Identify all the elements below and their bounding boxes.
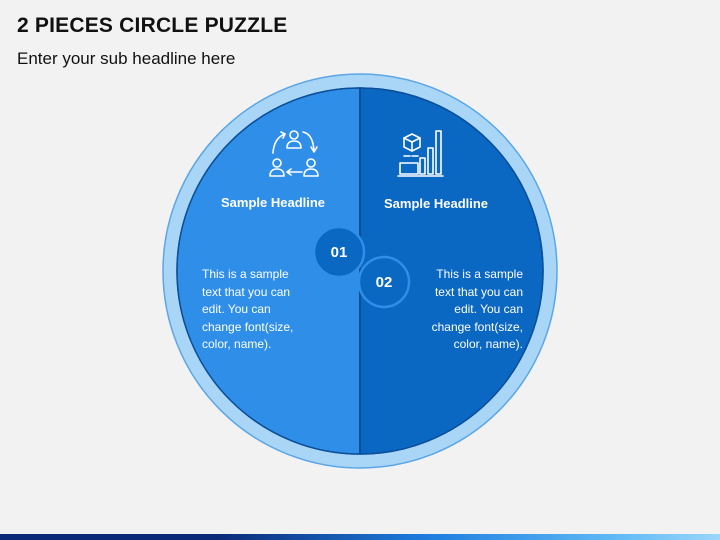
piece-1-text-line: edit. You can <box>202 302 271 316</box>
piece-1-text-line: text that you can <box>202 284 291 299</box>
page-subtitle: Enter your sub headline here <box>17 49 236 68</box>
badge-02-circle <box>357 255 411 309</box>
badge-01-circle <box>312 225 366 279</box>
bar-growth-icon <box>397 130 444 177</box>
footer-gradient-bar <box>0 534 720 540</box>
piece-2-text-line: edit. You can <box>454 302 523 316</box>
piece-2-headline: Sample Headline <box>384 196 489 211</box>
piece-1-headline: Sample Headline <box>221 195 326 210</box>
piece-2-text-line: change font(size, <box>431 319 523 334</box>
badge-01-label: 01 <box>330 244 348 261</box>
puzzle-piece-left <box>176 87 361 455</box>
puzzle-piece-right <box>359 87 544 455</box>
piece-1-text-line: change font(size, <box>202 319 294 334</box>
people-cycle-icon <box>269 130 319 177</box>
piece-2-text-line: text that you can <box>434 284 523 299</box>
piece-1-text-line: color, name). <box>202 337 272 351</box>
piece-2-text: This is a sample text that you can edit.… <box>410 266 523 354</box>
badge-02-label: 02 <box>375 274 393 291</box>
piece-1-text-line: This is a sample <box>202 267 289 281</box>
piece-2-text-line: This is a sample <box>436 267 523 281</box>
piece-1-text: This is a sample text that you can edit.… <box>202 266 314 354</box>
piece-2-text-line: color, name). <box>453 337 523 351</box>
page-title: 2 PIECES CIRCLE PUZZLE <box>17 14 288 37</box>
